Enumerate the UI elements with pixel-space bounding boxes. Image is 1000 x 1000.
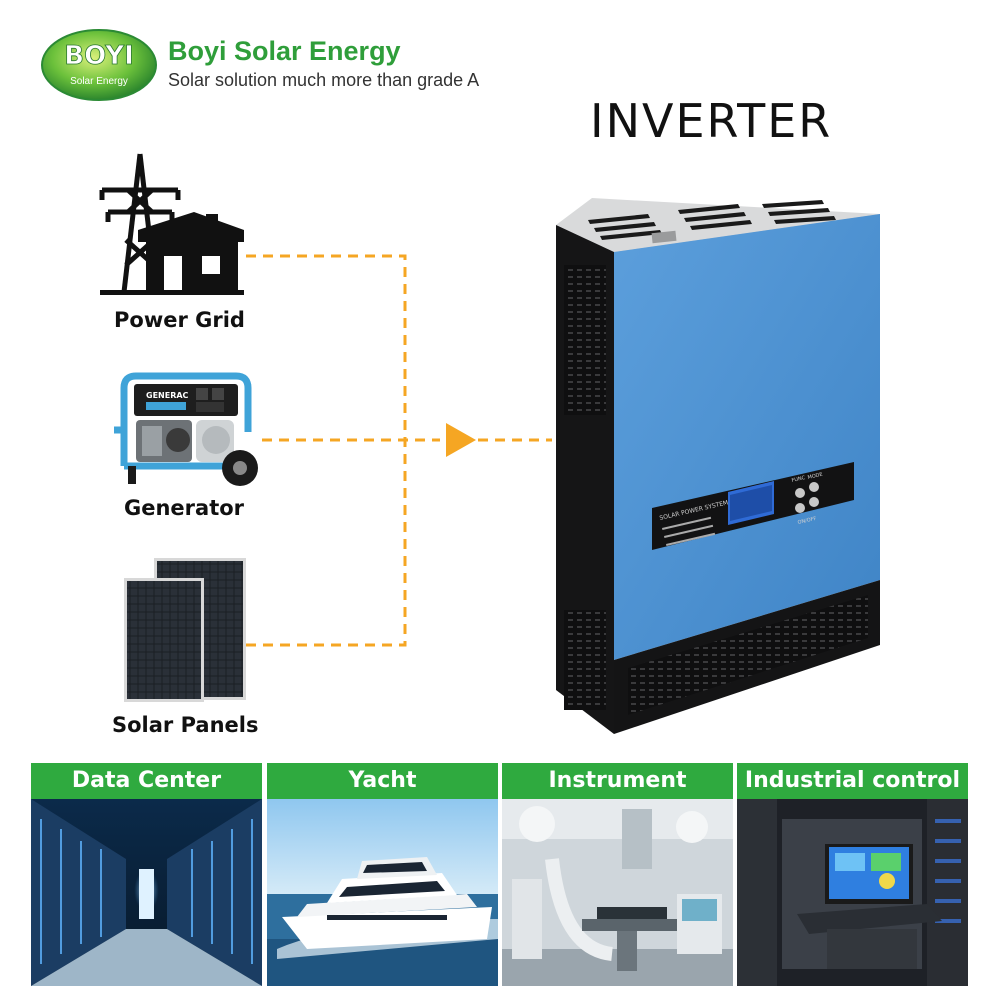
inverter-title: INVERTER bbox=[590, 94, 833, 148]
application-label: Data Center bbox=[31, 763, 262, 799]
application-label: Yacht bbox=[267, 763, 498, 799]
application-label: Industrial control bbox=[737, 763, 968, 799]
application-instrument: Instrument bbox=[502, 763, 733, 986]
application-industrial-control: Industrial control bbox=[737, 763, 968, 986]
solar-panels-label: Solar Panels bbox=[112, 713, 259, 737]
generator-image: GENERAC bbox=[114, 372, 258, 486]
front-vent bbox=[628, 595, 868, 715]
generator-label: Generator bbox=[124, 496, 245, 520]
grid-connector bbox=[246, 254, 407, 647]
func-button-label: FUNC bbox=[791, 475, 806, 484]
onoff-button-label: ON/OFF bbox=[797, 516, 817, 526]
power-grid-label: Power Grid bbox=[114, 308, 245, 332]
application-label: Instrument bbox=[502, 763, 733, 799]
power-grid-icon bbox=[99, 153, 244, 295]
solar-panels-image bbox=[124, 558, 246, 702]
brand-logo: BOYI Solar Energy bbox=[40, 28, 158, 102]
application-data-center: Data Center bbox=[31, 763, 262, 986]
brand-name: Boyi Solar Energy bbox=[168, 36, 401, 66]
mode-button-label: MODE bbox=[807, 472, 823, 481]
yacht-image bbox=[267, 799, 498, 986]
logo-wordmark: BOYI bbox=[64, 41, 134, 71]
instrument-image bbox=[502, 799, 733, 986]
industrial-control-image bbox=[737, 799, 968, 986]
logo-subtext: Solar Energy bbox=[70, 76, 128, 87]
svg-text:GENERAC: GENERAC bbox=[146, 391, 189, 400]
data-center-image bbox=[31, 799, 262, 986]
arrow-icon bbox=[446, 423, 476, 457]
application-yacht: Yacht bbox=[267, 763, 498, 986]
inverter-device-image: SOLAR POWER SYSTEM FUNC MODE ON/OFF bbox=[556, 198, 880, 734]
brand-tagline: Solar solution much more than grade A bbox=[168, 70, 480, 90]
